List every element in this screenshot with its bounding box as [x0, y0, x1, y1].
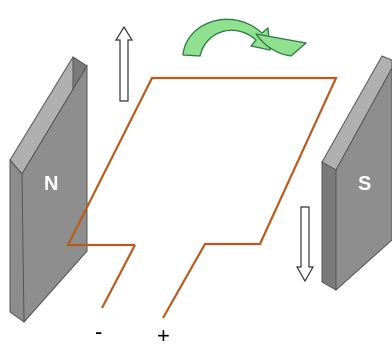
- north-pole-label: N: [44, 173, 58, 195]
- negative-terminal-label: -: [95, 319, 102, 344]
- south-pole-label: S: [358, 173, 371, 195]
- south-magnet-face: [321, 161, 337, 291]
- up-arrow-icon: [114, 25, 134, 102]
- wire-loop: [66, 76, 338, 319]
- positive-terminal-label: +: [157, 323, 170, 347]
- curved-rotation-arrow-head-icon: [255, 33, 307, 57]
- north-magnet: N: [9, 56, 88, 324]
- south-magnet: S: [321, 55, 392, 292]
- wire-lead: [101, 244, 136, 309]
- south-magnet-front: [335, 67, 392, 292]
- down-arrow-icon: [295, 206, 315, 283]
- north-magnet-face: [21, 64, 88, 324]
- curved-rotation-arrow-icon: [182, 18, 271, 57]
